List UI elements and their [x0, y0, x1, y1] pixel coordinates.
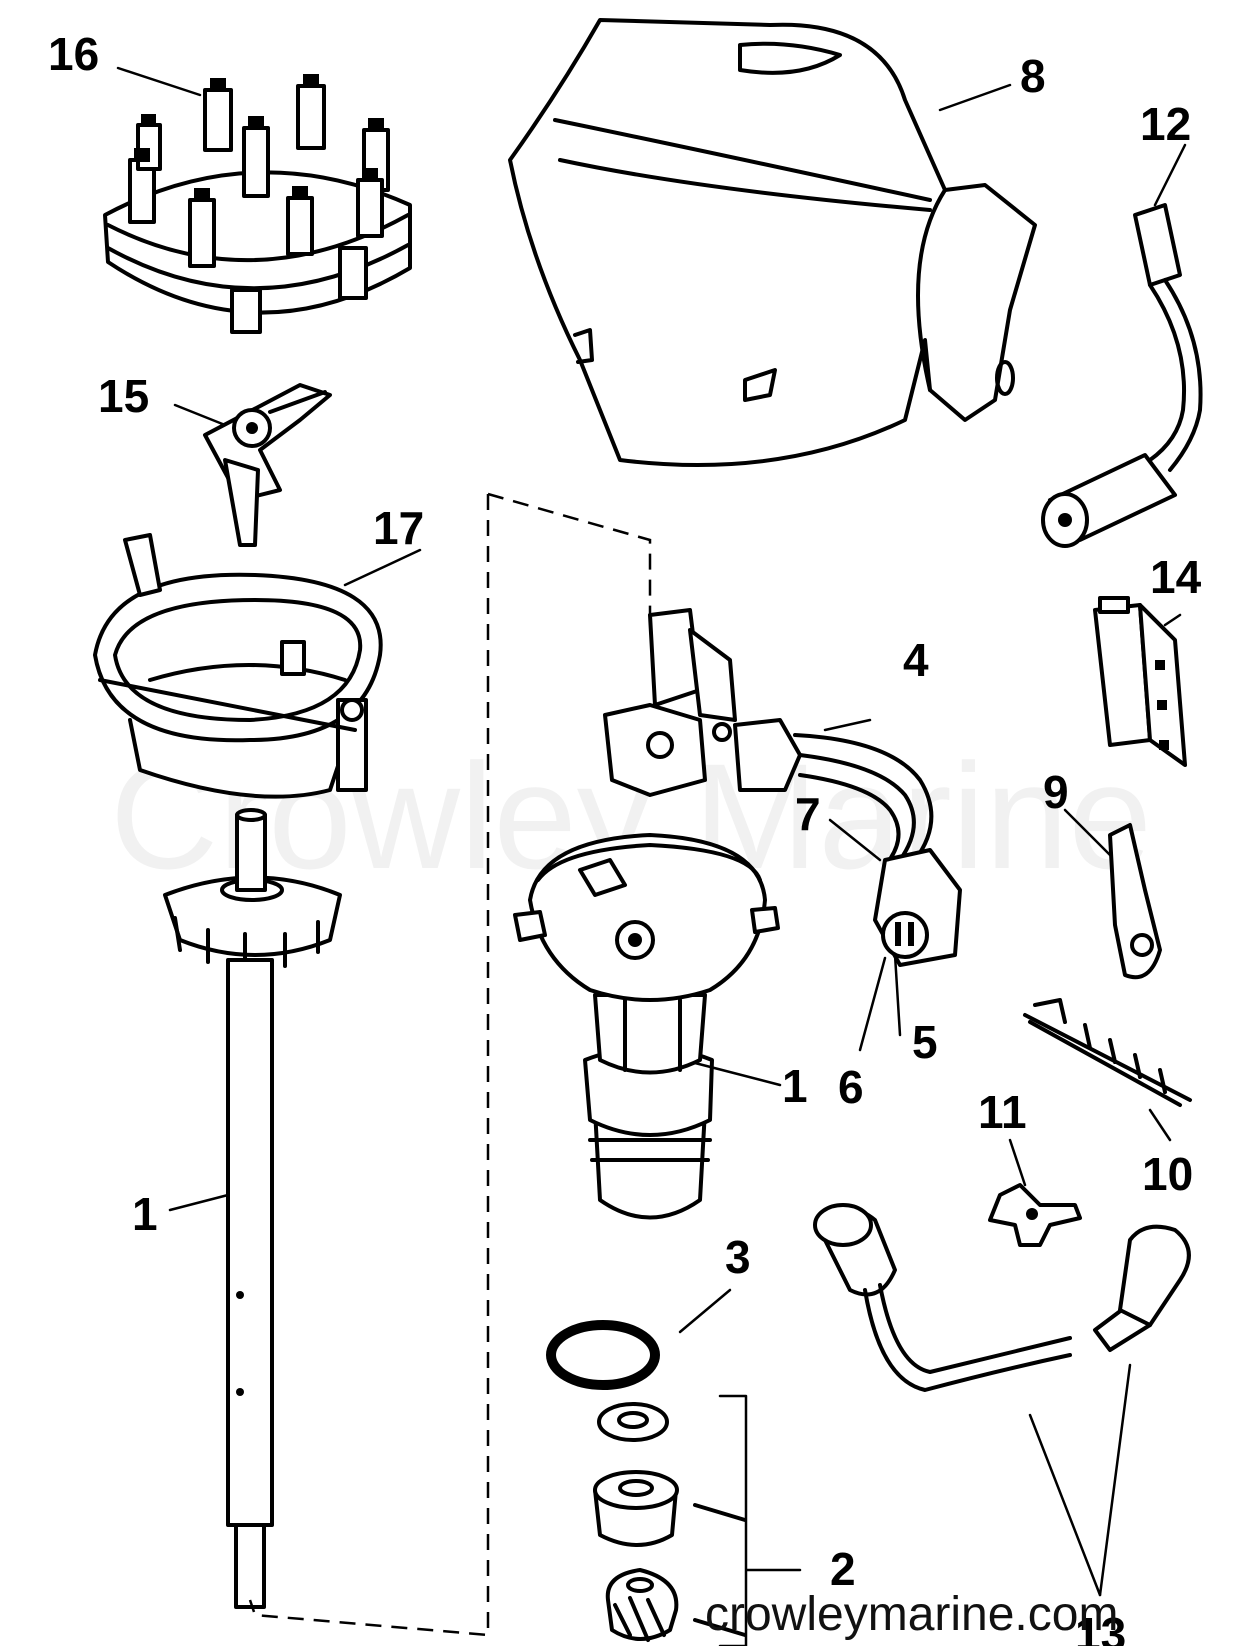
shield-part-8	[508, 18, 1037, 467]
callout-8: 8	[1020, 50, 1046, 102]
pickup-coil-part-4	[603, 608, 934, 864]
alignment-dashed-line-2	[248, 494, 490, 1637]
rotor-part-15	[203, 383, 332, 547]
lead-wire-part-12	[1041, 203, 1203, 548]
callout-15: 15	[98, 370, 149, 422]
plug-wire-part-13	[813, 1203, 1191, 1392]
alignment-dashed-line	[487, 492, 652, 620]
callout-1-shaft: 1	[132, 1188, 158, 1240]
gear-kit-part-2	[593, 1402, 747, 1642]
callout-12: 12	[1140, 98, 1191, 150]
callout-3: 3	[725, 1231, 751, 1283]
connector-part-7	[873, 848, 962, 967]
callout-2: 2	[830, 1543, 856, 1595]
distributor-housing-part-1	[513, 833, 780, 1220]
leader-lines	[116, 66, 1187, 1646]
callout-14: 14	[1150, 551, 1202, 603]
shaft-part-1	[163, 808, 342, 1609]
o-ring-part-3	[546, 1320, 660, 1390]
spring-part-10	[1023, 998, 1192, 1107]
callout-6: 6	[838, 1061, 864, 1113]
callout-16: 16	[48, 28, 99, 80]
callout-9: 9	[1043, 766, 1069, 818]
callout-7: 7	[795, 788, 821, 840]
star-washer-part-11	[988, 1183, 1082, 1247]
callout-4: 4	[903, 634, 929, 686]
callout-10: 10	[1142, 1148, 1193, 1200]
callout-13: 13	[1075, 1608, 1126, 1646]
distributor-cap-part-16	[103, 74, 412, 334]
callout-1-housing: 1	[782, 1060, 808, 1112]
callout-17: 17	[373, 502, 424, 554]
website-text: crowleymarine.com	[705, 1588, 1118, 1641]
terminal-block-part-14	[1093, 596, 1187, 767]
clip-part-9	[1108, 823, 1162, 980]
callout-11: 11	[978, 1086, 1027, 1138]
housing-ring-part-17	[93, 533, 383, 799]
callout-5: 5	[912, 1016, 938, 1068]
